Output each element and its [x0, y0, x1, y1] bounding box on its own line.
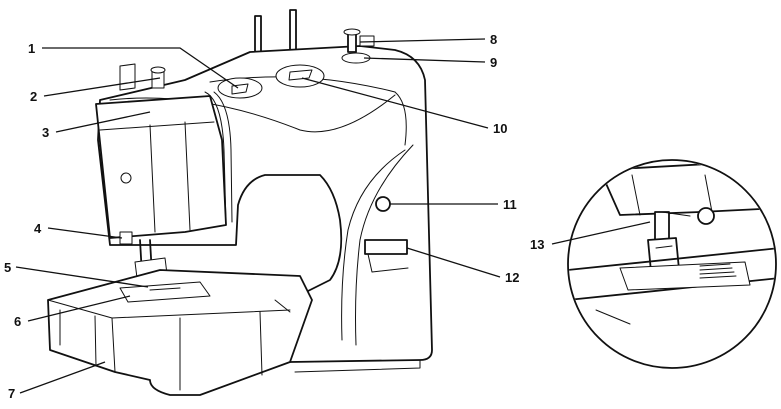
callout-3: 3 [42, 125, 49, 140]
callout-1: 1 [28, 41, 35, 56]
callout-2: 2 [30, 89, 37, 104]
top-dial-2 [275, 64, 325, 88]
presser-foot-detail-inset [567, 159, 777, 369]
callout-labels: 1 2 3 4 5 6 7 8 9 10 11 12 13 [4, 32, 544, 401]
callout-5: 5 [4, 260, 11, 275]
callout-9: 9 [490, 55, 497, 70]
stitch-selector-knob [375, 196, 391, 212]
callout-13: 13 [530, 237, 544, 252]
carry-handle [364, 239, 408, 255]
face-plate [95, 95, 227, 239]
callout-12: 12 [505, 270, 519, 285]
callout-11: 11 [503, 197, 517, 212]
callout-10: 10 [493, 121, 507, 136]
callout-8: 8 [490, 32, 497, 47]
leader-lines [15, 38, 651, 394]
callout-7: 7 [8, 386, 15, 401]
callout-4: 4 [34, 221, 42, 236]
callout-6: 6 [14, 314, 21, 329]
sewing-machine-drawing [47, 9, 433, 396]
top-dial-1 [217, 77, 263, 99]
